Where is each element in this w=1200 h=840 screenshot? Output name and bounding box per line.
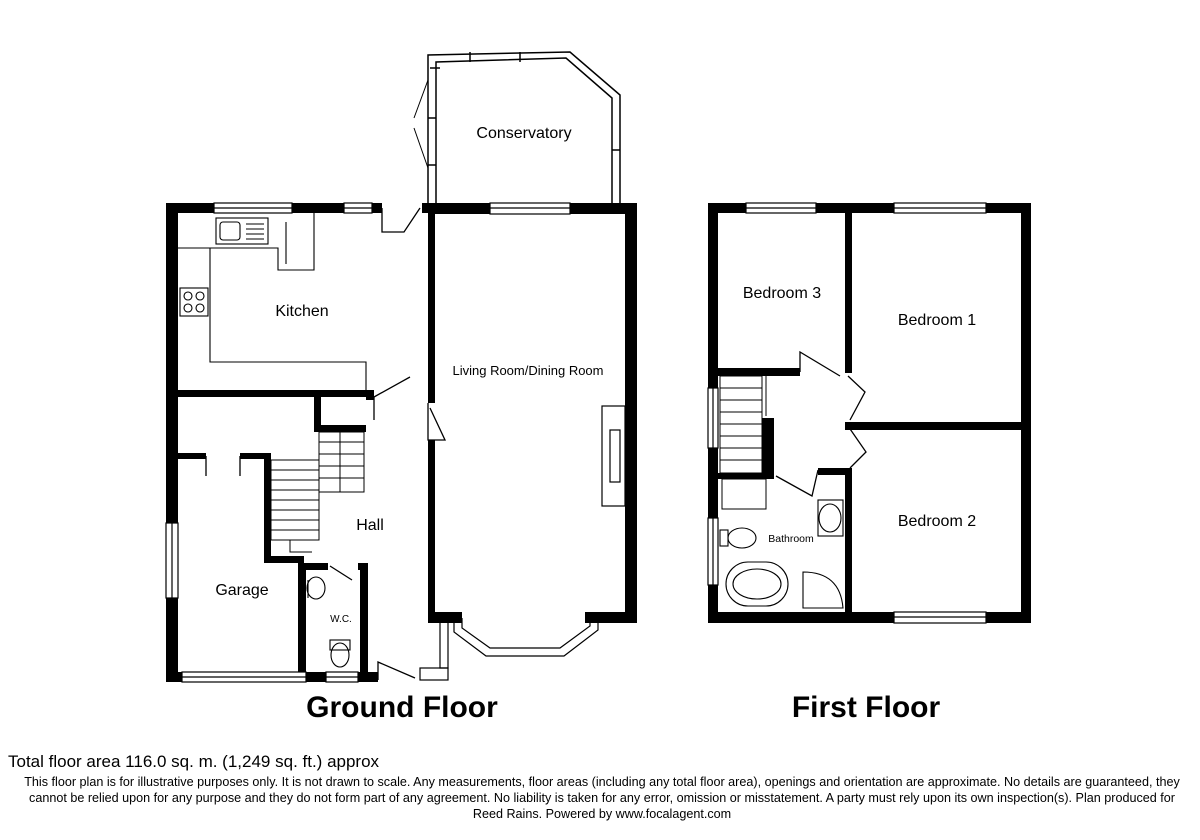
kitchen-fixtures — [178, 213, 367, 390]
ground-floor-doors — [205, 207, 447, 680]
first-floor-windows — [707, 202, 987, 624]
conservatory-walls — [413, 51, 621, 208]
total-floor-area: Total floor area 116.0 sq. m. (1,249 sq.… — [8, 752, 380, 771]
first-floor-doors — [775, 350, 867, 497]
room-label-bedroom-1: Bedroom 1 — [898, 312, 976, 329]
room-label-bedroom-3: Bedroom 3 — [743, 285, 821, 302]
room-label-garage: Garage — [215, 582, 268, 599]
room-label-kitchen: Kitchen — [275, 303, 328, 320]
ground-floor-stairs — [270, 431, 365, 553]
room-label-living-dining: Living Room/Dining Room — [452, 363, 603, 378]
ground-floor-windows — [165, 202, 599, 683]
floor-title-ground: Ground Floor — [306, 691, 498, 724]
wc-fixtures — [306, 576, 351, 668]
room-label-bedroom-2: Bedroom 2 — [898, 513, 976, 530]
fireplace — [601, 405, 626, 507]
first-floor-stairs — [719, 375, 767, 510]
disclaimer-text: This floor plan is for illustrative purp… — [24, 775, 1180, 821]
first-floor-walls — [708, 203, 1031, 623]
ground-floor-plan: Conservatory Kitchen Living Room/Dining … — [165, 51, 637, 724]
room-label-conservatory: Conservatory — [476, 125, 571, 142]
bathroom-fixtures — [719, 499, 844, 609]
room-label-hall: Hall — [356, 517, 384, 534]
room-label-bathroom: Bathroom — [768, 533, 814, 545]
ground-floor-walls — [166, 203, 637, 682]
first-floor-plan: Bedroom 3 Bedroom 1 Bedroom 2 Bathroom F… — [707, 202, 1031, 724]
room-label-wc: W.C. — [330, 614, 352, 625]
floor-title-first: First Floor — [792, 691, 941, 724]
